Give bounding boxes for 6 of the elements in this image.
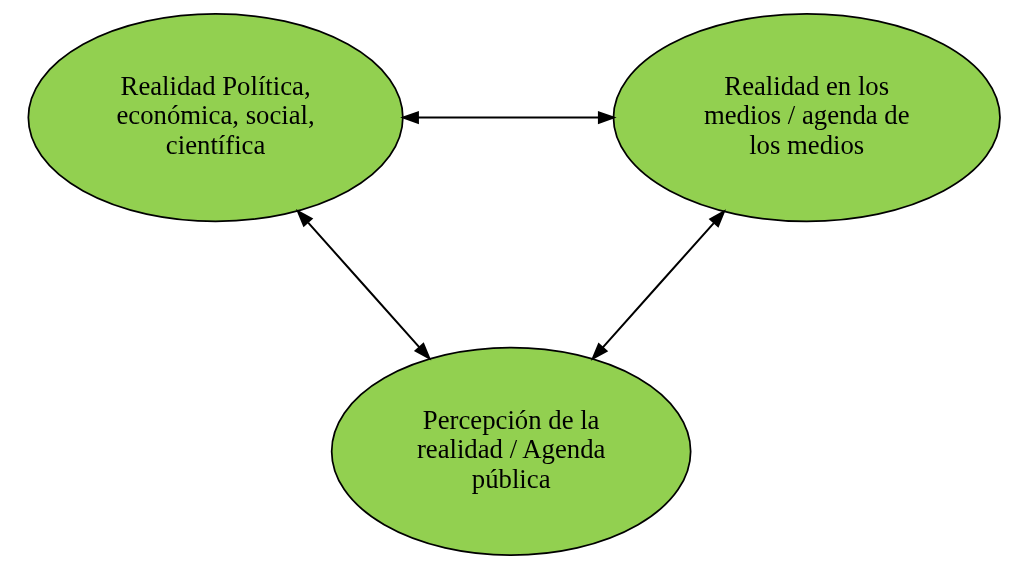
- node-ellipse: Realidad en los medios / agenda de los medios: [612, 13, 1001, 223]
- arrow: [590, 209, 726, 361]
- arrow: [399, 111, 617, 125]
- node-ellipse: Percepción de la realidad / Agenda pública: [330, 346, 691, 556]
- node-ellipse: Realidad Política, económica, social, científica: [27, 13, 404, 223]
- arrow: [295, 208, 431, 361]
